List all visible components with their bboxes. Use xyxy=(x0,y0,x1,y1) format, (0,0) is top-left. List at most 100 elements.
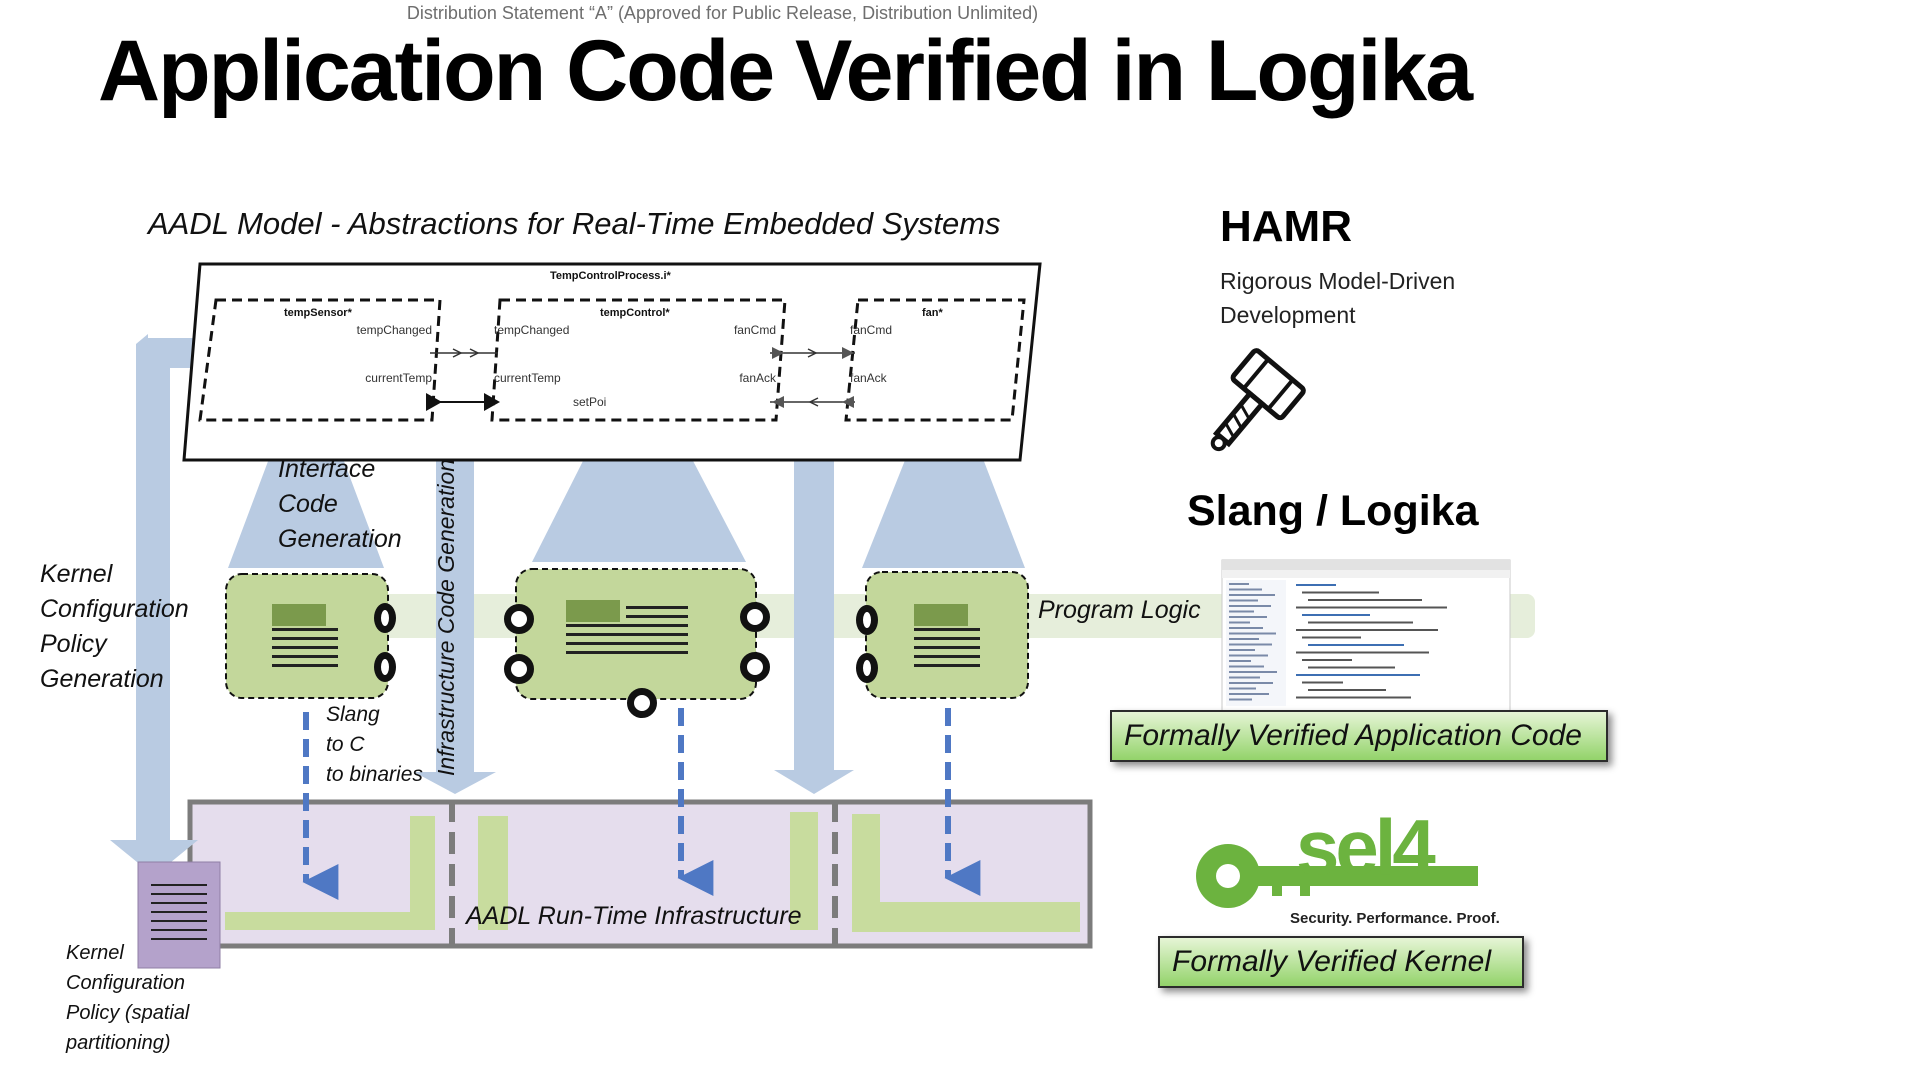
sel4-wordmark: sel4 xyxy=(1296,803,1436,891)
ide-tree-line xyxy=(1229,594,1275,596)
port-control-fanCmd: fanCmd xyxy=(734,323,776,337)
fan-down-arrow xyxy=(774,410,854,794)
ide-code-line xyxy=(1308,644,1404,646)
port-control-currentTemp: currentTemp xyxy=(494,371,561,385)
kp-line-4: partitioning) xyxy=(66,1032,171,1054)
ide-code-line xyxy=(1296,584,1336,586)
slang-to-c-label: Slang to C to binaries xyxy=(326,700,423,790)
tri-sensor xyxy=(228,360,384,568)
formally-verified-app-code: Formally Verified Application Code xyxy=(1110,710,1608,762)
kernel-policy-label: Kernel Configuration Policy (spatial par… xyxy=(66,938,189,1058)
hamr-sub-line-2: Development xyxy=(1220,302,1356,328)
comp-tempControl: tempControl* xyxy=(600,307,670,319)
kernel-policy-lines xyxy=(151,884,207,947)
ide-code-line xyxy=(1302,636,1361,639)
ide-code-line xyxy=(1296,696,1411,699)
port-fan-fanCmd: fanCmd xyxy=(850,323,892,337)
ide-code-line xyxy=(1302,591,1379,594)
comp-tempSensor: tempSensor* xyxy=(284,307,353,319)
ide-tree-line xyxy=(1229,676,1260,679)
kcg-line-2: Configuration xyxy=(40,595,189,623)
ide-tree-line xyxy=(1229,687,1256,690)
program-logic-label: Program Logic xyxy=(1038,596,1201,624)
port-control-fanAck: fanAck xyxy=(739,371,777,385)
port-sensor-currentTemp: currentTemp xyxy=(365,371,432,385)
process-label: TempControlProcess.i* xyxy=(550,270,672,282)
s2c-line-3: to binaries xyxy=(326,763,423,786)
ide-screenshot xyxy=(1221,559,1511,713)
interface-code-generation-label: Interface Code Generation xyxy=(278,452,402,557)
ide-code-line xyxy=(1302,659,1352,661)
aadl-process-box xyxy=(182,262,1042,462)
ide-tree-line xyxy=(1229,671,1277,673)
code-highlight-sensor xyxy=(272,604,326,626)
code-highlight-fan xyxy=(914,604,968,626)
kp-line-2: Configuration xyxy=(66,972,185,994)
ide-tree-line xyxy=(1229,599,1258,602)
icg-line-1: Interface xyxy=(278,455,376,483)
ide-code-line xyxy=(1308,689,1386,691)
port-control-tempChanged: tempChanged xyxy=(494,323,569,337)
s2c-line-1: Slang xyxy=(326,703,380,726)
code-lines-sensor xyxy=(272,612,338,673)
port-control-setPoint: setPoi xyxy=(573,395,606,409)
ide-code-line xyxy=(1296,674,1420,676)
ide-code-line xyxy=(1296,606,1447,609)
port-sensor-tempChanged: tempChanged xyxy=(357,323,432,337)
port-ring-control-4 xyxy=(740,652,770,682)
ide-tree-line xyxy=(1229,605,1271,607)
slide-title: Application Code Verified in Logika xyxy=(98,23,1473,119)
tri-fan xyxy=(862,360,1025,568)
kcg-line-3: Policy xyxy=(40,630,107,658)
ide-tree-line xyxy=(1229,643,1272,646)
port-ring-fan-1 xyxy=(856,605,878,635)
runtime-infrastructure-label: AADL Run-Time Infrastructure xyxy=(466,902,802,930)
infrastructure-arrow xyxy=(414,410,496,794)
ide-tree-line xyxy=(1229,649,1255,651)
ide-code-line xyxy=(1302,681,1343,684)
ide-tree-line xyxy=(1229,583,1249,585)
ide-tree-line xyxy=(1229,610,1254,613)
s2c-line-2: to C xyxy=(326,733,365,756)
code-box-fan xyxy=(865,571,1029,699)
formally-verified-kernel: Formally Verified Kernel xyxy=(1158,936,1524,988)
ide-tree-line xyxy=(1229,654,1268,657)
ide-tree-line xyxy=(1229,632,1276,635)
ide-tree-line xyxy=(1229,627,1263,629)
ide-tree-line xyxy=(1229,693,1269,695)
infrastructure-code-generation-label: Infrastructure Code Generation xyxy=(433,458,459,776)
ide-code-line xyxy=(1302,614,1370,616)
kp-line-1: Kernel xyxy=(66,942,124,964)
ide-tree-line xyxy=(1229,660,1251,662)
kp-line-3: Policy (spatial xyxy=(66,1002,190,1024)
port-ring-control-5 xyxy=(627,688,657,718)
port-ring-sensor-2 xyxy=(374,652,396,682)
kernel-policy-doc xyxy=(137,861,221,969)
ide-code-line xyxy=(1308,666,1395,669)
port-ring-control-1 xyxy=(504,604,534,634)
sel4-tagline: Security. Performance. Proof. xyxy=(1290,910,1500,927)
hammer-icon xyxy=(1210,348,1306,452)
aadl-model-heading: AADL Model - Abstractions for Real-Time … xyxy=(148,206,1001,241)
icg-line-2: Code xyxy=(278,490,338,518)
kernel-config-arrow xyxy=(110,334,218,876)
ide-tree-line xyxy=(1229,621,1250,624)
code-highlight-control xyxy=(566,600,620,622)
port-ring-sensor-1 xyxy=(374,603,396,633)
ide-tree-line xyxy=(1229,588,1262,591)
icg-line-3: Generation xyxy=(278,525,402,553)
hamr-title: HAMR xyxy=(1220,202,1352,251)
kcg-line-1: Kernel xyxy=(40,560,113,588)
slang-logika-title: Slang / Logika xyxy=(1187,487,1479,535)
kernel-config-generation-label: Kernel Configuration Policy Generation xyxy=(40,557,189,697)
ide-code-line xyxy=(1296,629,1438,631)
port-fan-fanAck: fanAck xyxy=(850,371,888,385)
runtime-infrastructure xyxy=(187,799,1093,949)
port-ring-fan-2 xyxy=(856,653,878,683)
port-ring-control-3 xyxy=(740,602,770,632)
hamr-sub-line-1: Rigorous Model-Driven xyxy=(1220,268,1456,294)
ide-tree-line xyxy=(1229,638,1259,640)
